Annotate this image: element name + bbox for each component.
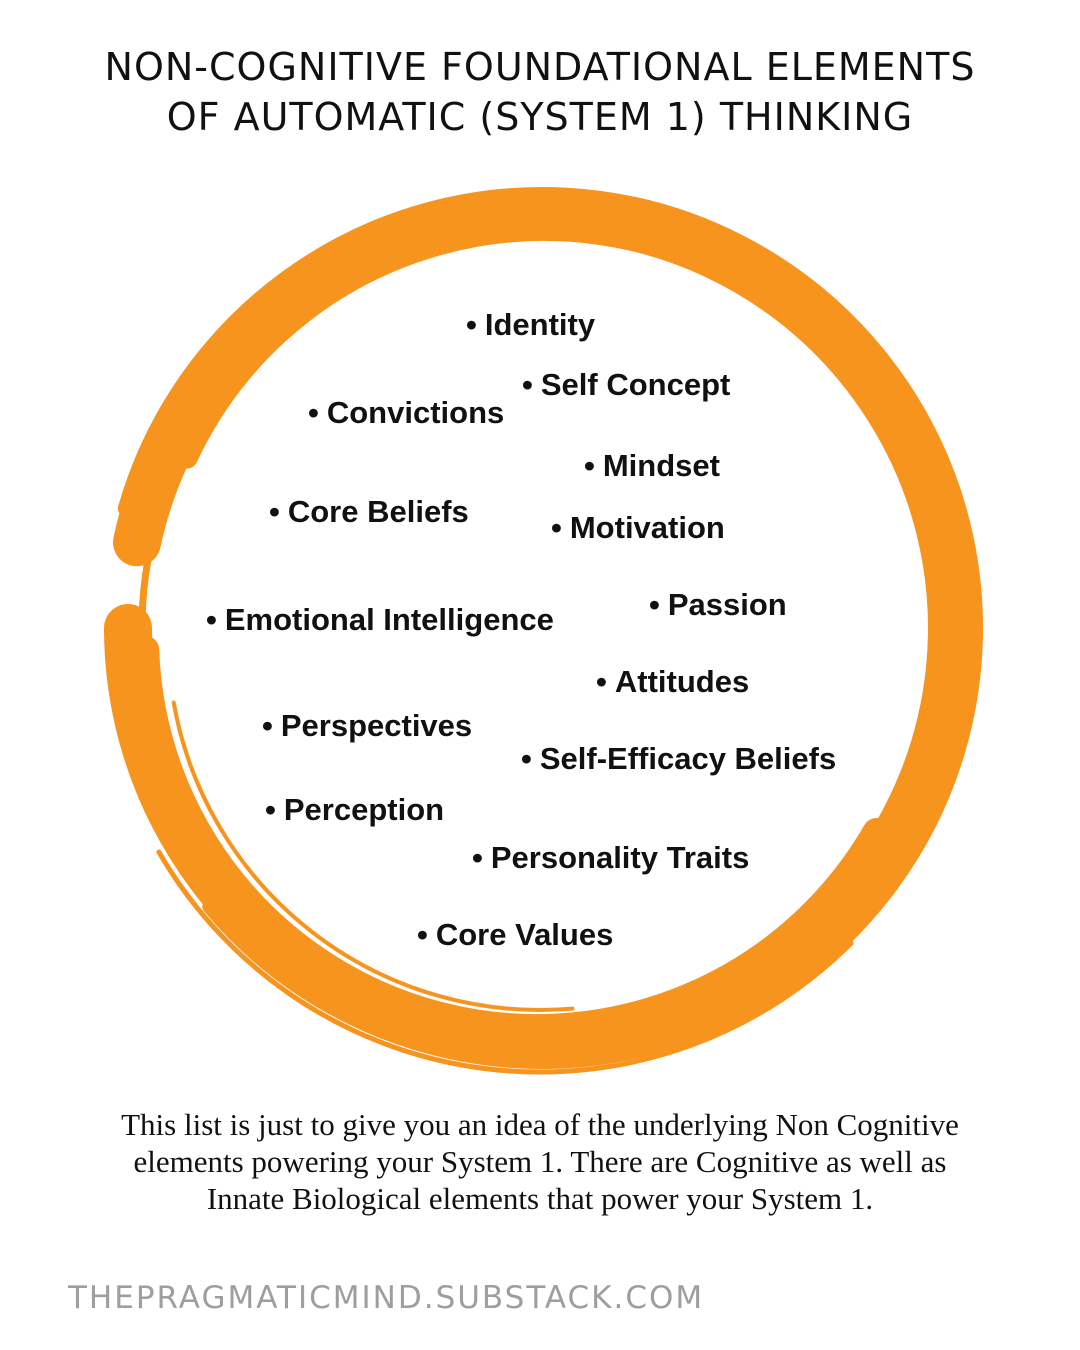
bullet: • [466,307,477,342]
ring-inner-stroke [131,635,891,1043]
element-mindset: •Mindset [584,448,720,484]
element-self-efficacy-beliefs: •Self-Efficacy Beliefs [521,741,836,777]
ring-outer-stroke [117,187,983,1069]
element-label: Perspectives [280,708,473,743]
element-label: Perception [283,792,445,827]
element-label: Identity [484,307,596,342]
element-perception: •Perception [265,792,444,828]
element-self-concept: •Self Concept [522,367,730,403]
element-label: Core Beliefs [287,494,469,529]
caption-line-1: This list is just to give you an idea of… [121,1107,959,1142]
footer-url: THEPRAGMATICMIND.SUBSTACK.COM [68,1280,705,1316]
bullet: • [308,395,319,430]
element-label: Passion [667,587,787,622]
bullet: • [551,510,562,545]
element-label: Motivation [569,510,725,545]
element-passion: •Passion [649,587,787,623]
bullet: • [206,602,217,637]
bullet: • [521,741,532,776]
element-label: Self Concept [540,367,731,402]
bullet: • [262,708,273,743]
bullet: • [269,494,280,529]
element-convictions: •Convictions [308,395,504,431]
bullet: • [649,587,660,622]
ring-tail-stroke [138,456,183,701]
element-label: Emotional Intelligence [224,602,554,637]
title-line-2: OF AUTOMATIC (SYSTEM 1) THINKING [166,95,914,139]
element-label: Mindset [602,448,720,483]
element-perspectives: •Perspectives [262,708,472,744]
ring-bristle-inner [171,700,575,1013]
element-label: Personality Traits [490,840,750,875]
element-label: Attitudes [614,664,750,699]
element-label: Self-Efficacy Beliefs [539,741,837,776]
caption-line-3: Innate Biological elements that power yo… [206,1181,874,1216]
bullet: • [417,917,428,952]
element-personality-traits: •Personality Traits [472,840,749,876]
bullet: • [584,448,595,483]
bullet: • [596,664,607,699]
element-emotional-intelligence: •Emotional Intelligence [206,602,554,638]
bullet: • [265,792,276,827]
element-motivation: •Motivation [551,510,725,546]
element-label: Core Values [435,917,614,952]
caption: This list is just to give you an idea of… [40,1106,1040,1217]
element-identity: •Identity [466,307,595,343]
element-attitudes: •Attitudes [596,664,749,700]
caption-line-2: elements powering your System 1. There a… [133,1144,947,1179]
ring-bristle-outer [156,849,854,1075]
title-line-1: NON-COGNITIVE FOUNDATIONAL ELEMENTS [104,45,976,89]
ring-upper-stroke [175,219,752,469]
element-label: Convictions [326,395,505,430]
bullet: • [472,840,483,875]
element-core-values: •Core Values [417,917,613,953]
element-core-beliefs: •Core Beliefs [269,494,469,530]
bullet: • [522,367,533,402]
page-title: NON-COGNITIVE FOUNDATIONAL ELEMENTS OF A… [0,42,1080,142]
